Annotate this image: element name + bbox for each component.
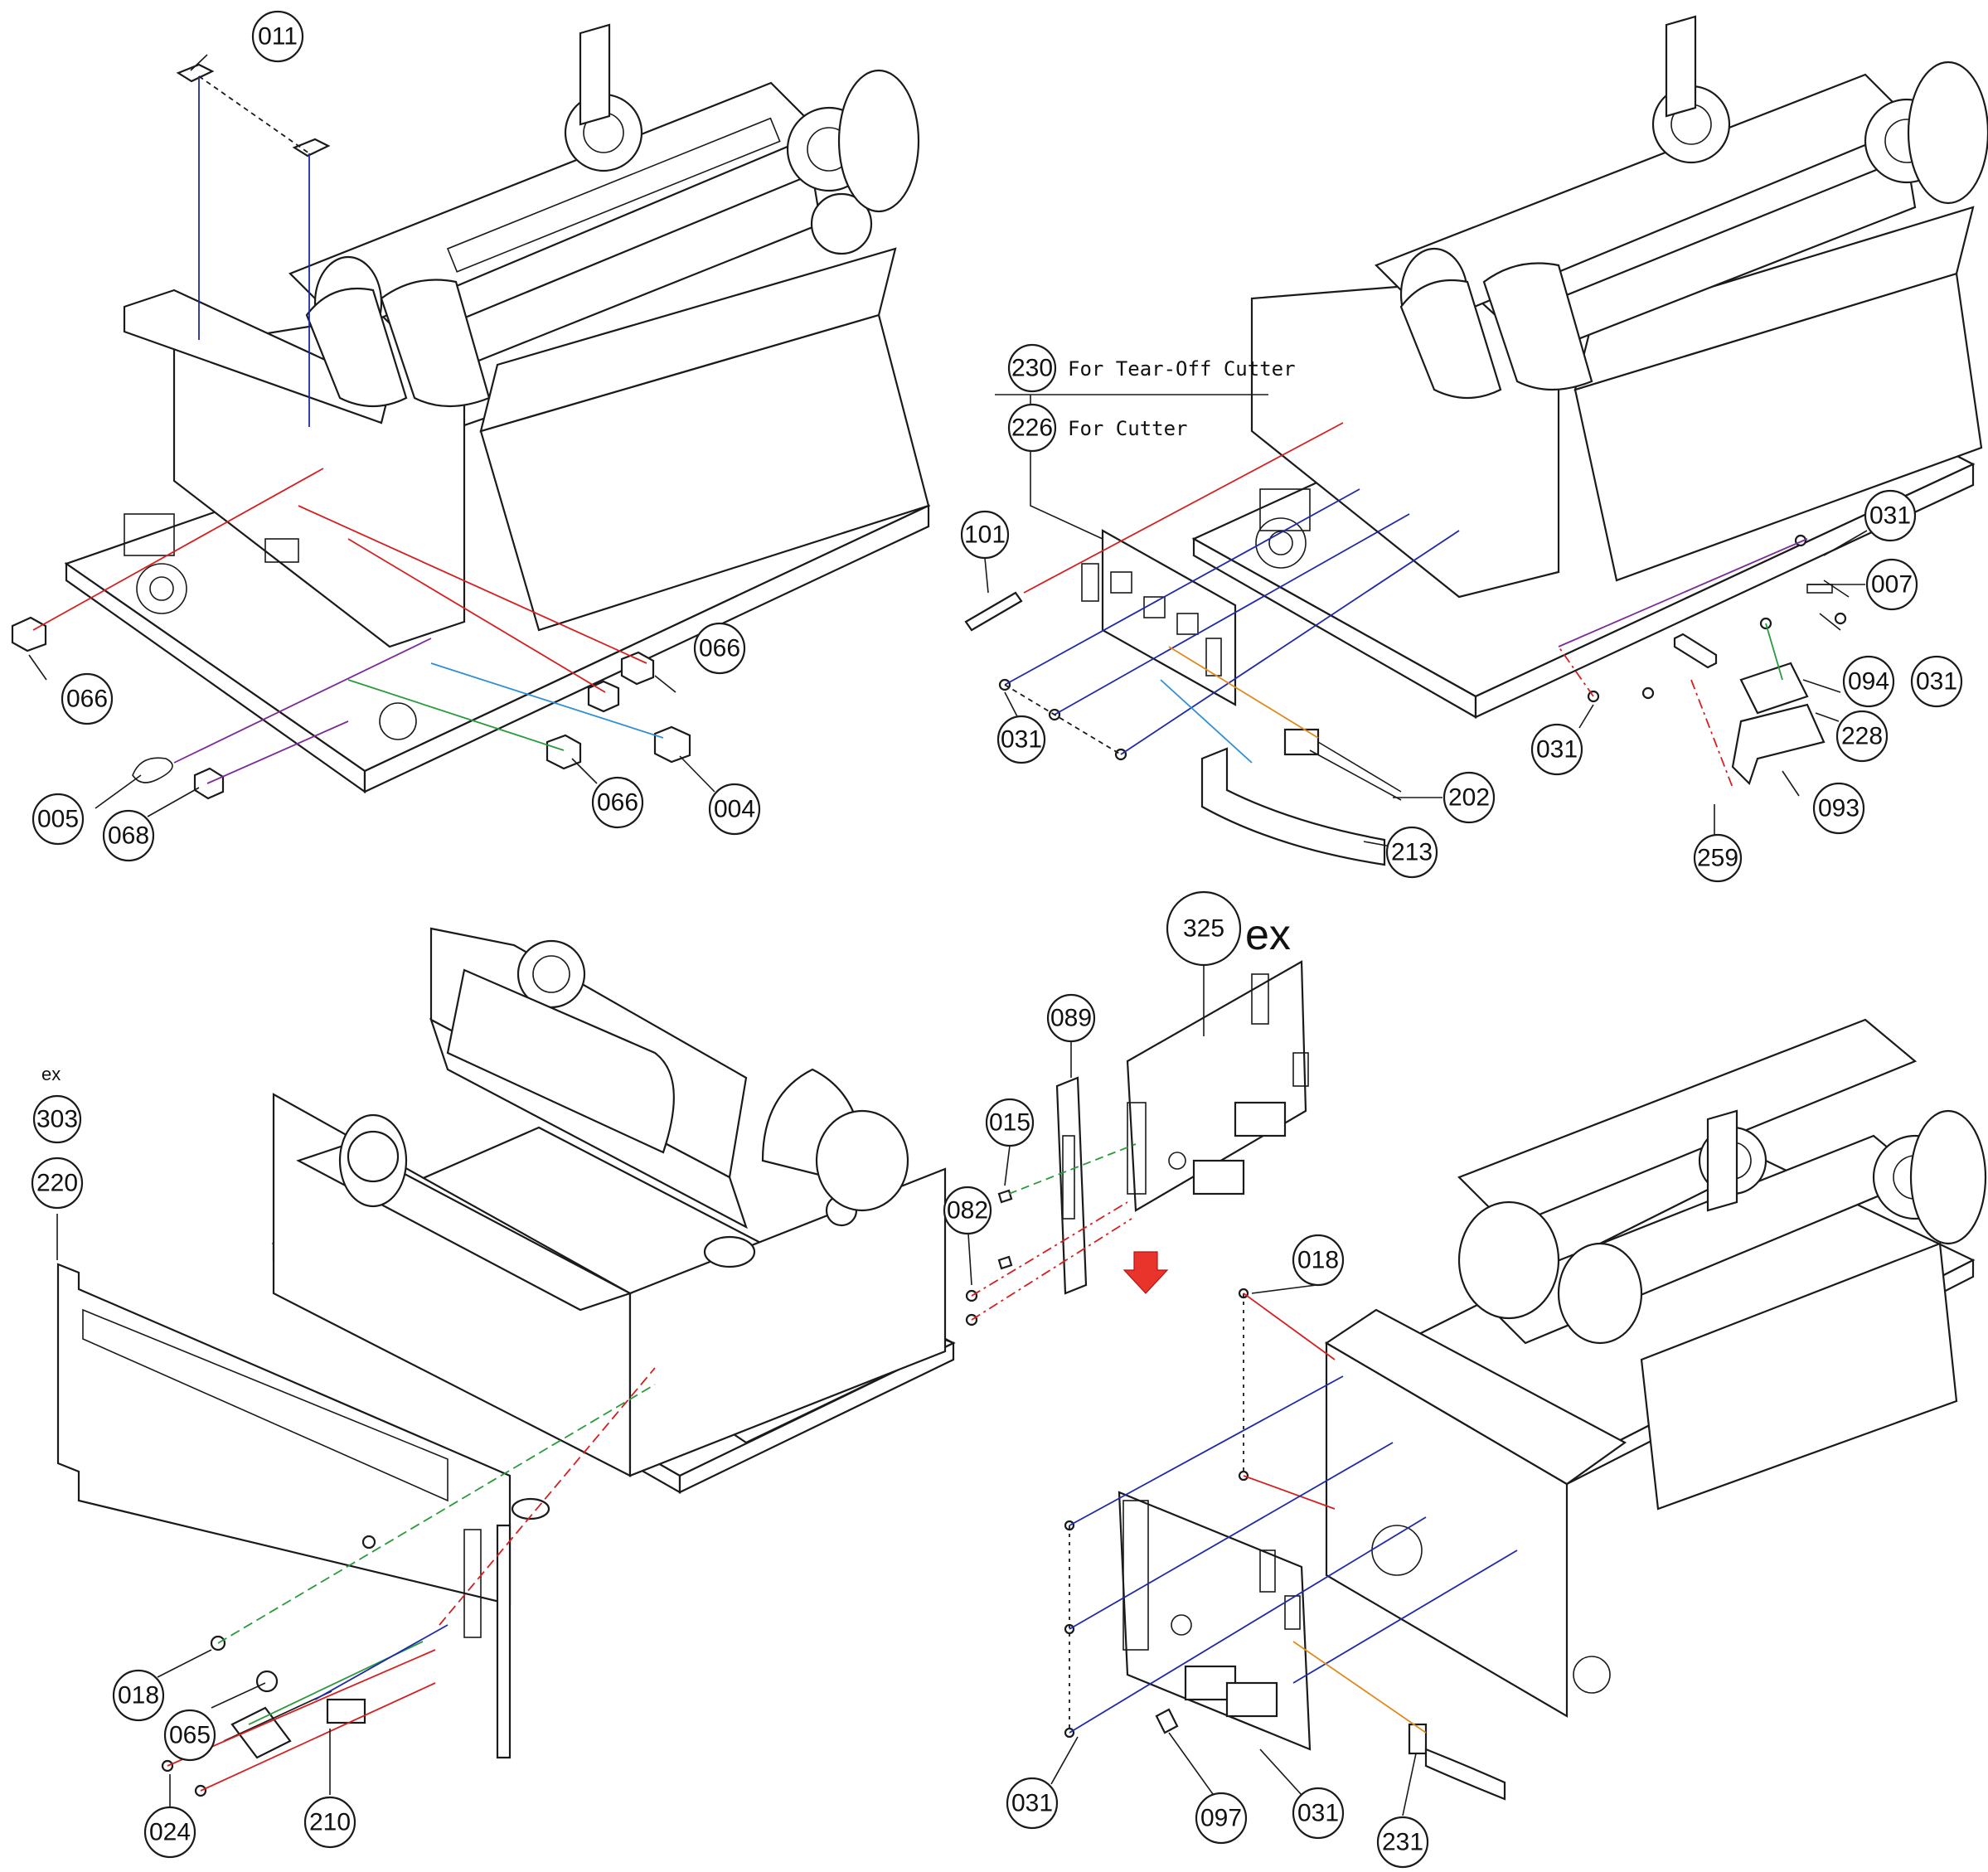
svg-text:082: 082 (947, 1197, 988, 1225)
callout-303: 303 (32, 1094, 82, 1144)
callout-210: 210 (303, 1796, 356, 1849)
svg-text:031: 031 (1297, 1800, 1339, 1827)
printer-assembly-top-right (964, 15, 1988, 866)
callout-068: 068 (102, 809, 155, 862)
svg-text:213: 213 (1391, 839, 1433, 866)
callout-031: 031 (996, 715, 1046, 764)
callout-065: 065 (163, 1709, 216, 1762)
callout-202: 202 (1443, 771, 1496, 824)
callout-031: 031 (1530, 723, 1583, 776)
callout-231: 231 (1376, 1816, 1429, 1869)
callout-213: 213 (1385, 826, 1438, 879)
leader-lines-bottom-right (971, 1143, 1518, 1734)
callout-024: 024 (143, 1806, 196, 1859)
note-cutter: For Cutter (1068, 417, 1188, 440)
svg-text:065: 065 (169, 1722, 211, 1749)
svg-text:066: 066 (66, 686, 108, 713)
callout-004: 004 (708, 783, 761, 836)
svg-text:220: 220 (36, 1170, 78, 1197)
svg-text:325: 325 (1183, 915, 1224, 943)
svg-text:031: 031 (1536, 736, 1578, 764)
printer-assembly-bottom-right (965, 960, 1987, 1801)
callout-018: 018 (112, 1669, 165, 1722)
svg-text:005: 005 (37, 806, 79, 833)
leader-lines-bottom-left (167, 1367, 656, 1792)
note-ex-303: ex (41, 1064, 61, 1084)
svg-text:031: 031 (1011, 1790, 1053, 1817)
callout-011: 011 (251, 10, 304, 63)
svg-text:303: 303 (36, 1106, 78, 1133)
printer-assembly-bottom-left (56, 927, 956, 1797)
callout-228: 228 (1835, 710, 1889, 763)
svg-text:066: 066 (597, 789, 638, 817)
svg-text:202: 202 (1448, 784, 1490, 812)
callout-031: 031 (1864, 489, 1917, 542)
callout-097: 097 (1195, 1792, 1248, 1845)
callout-101: 101 (960, 510, 1010, 560)
svg-text:228: 228 (1841, 723, 1883, 750)
svg-text:024: 024 (149, 1819, 191, 1846)
install-direction-arrow (1122, 1251, 1169, 1294)
callout-259: 259 (1693, 833, 1743, 883)
callout-220: 220 (31, 1157, 84, 1210)
callout-066: 066 (591, 776, 644, 829)
svg-text:011: 011 (258, 23, 298, 51)
svg-text:018: 018 (1297, 1247, 1339, 1274)
callout-066: 066 (61, 672, 114, 725)
note-ex-325: ex (1245, 911, 1291, 959)
callout-015: 015 (985, 1098, 1035, 1147)
svg-text:259: 259 (1697, 845, 1738, 872)
callout-325: 325 (1166, 890, 1242, 967)
leader-lines-top-right (1004, 422, 1808, 788)
callout-093: 093 (1812, 782, 1865, 835)
callout-031: 031 (1006, 1777, 1059, 1830)
svg-text:007: 007 (1871, 571, 1913, 599)
svg-text:093: 093 (1818, 795, 1860, 822)
callout-031: 031 (1292, 1787, 1345, 1840)
svg-text:101: 101 (964, 521, 1006, 549)
svg-text:231: 231 (1382, 1829, 1423, 1856)
svg-text:031: 031 (1916, 668, 1957, 696)
callout-007: 007 (1865, 558, 1918, 611)
svg-text:089: 089 (1050, 1005, 1092, 1032)
svg-text:004: 004 (714, 796, 755, 823)
svg-text:068: 068 (108, 822, 149, 850)
callout-005: 005 (32, 793, 85, 846)
callout-089: 089 (1046, 993, 1096, 1043)
callout-031: 031 (1910, 655, 1963, 708)
svg-text:230: 230 (1011, 355, 1053, 382)
callout-082: 082 (943, 1186, 992, 1235)
svg-text:018: 018 (118, 1682, 159, 1710)
callout-018: 018 (1292, 1234, 1345, 1287)
svg-text:066: 066 (699, 635, 740, 662)
callout-230: 230 (1007, 343, 1057, 393)
callout-094: 094 (1842, 655, 1895, 708)
callout-066: 066 (693, 622, 746, 675)
callout-226: 226 (1007, 403, 1057, 453)
svg-text:226: 226 (1011, 415, 1053, 442)
leader-lines-top-left (32, 75, 664, 784)
svg-text:097: 097 (1200, 1805, 1242, 1832)
svg-text:094: 094 (1848, 668, 1889, 696)
svg-text:210: 210 (309, 1809, 351, 1836)
printer-assembly-top-left (11, 23, 931, 800)
svg-text:015: 015 (989, 1109, 1030, 1137)
note-tear-off-cutter: For Tear-Off Cutter (1068, 357, 1296, 381)
svg-text:031: 031 (1869, 502, 1911, 530)
svg-text:031: 031 (1001, 726, 1042, 754)
